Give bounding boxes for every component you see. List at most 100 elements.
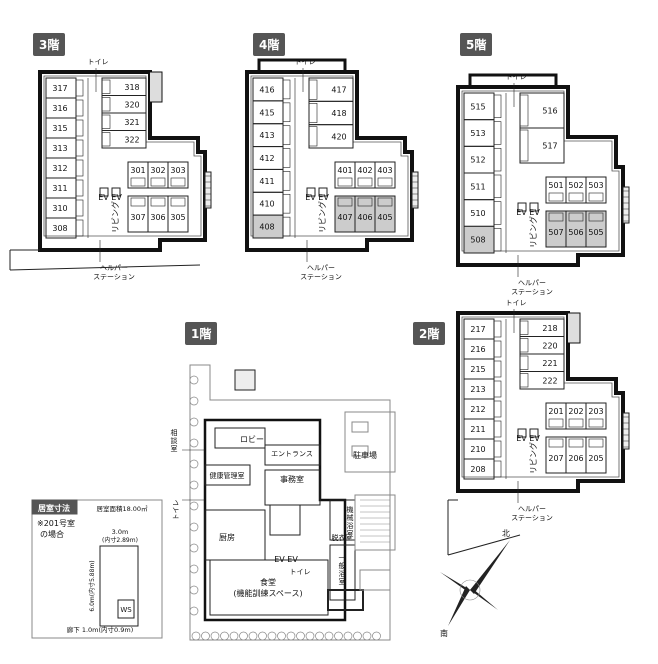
room-number: 222 [542, 376, 557, 385]
kitchen-label: 厨房 [219, 532, 235, 542]
room-bath [282, 171, 291, 191]
toilet-label: トイレ [172, 500, 180, 521]
room-bath [588, 192, 604, 202]
room-bath [493, 228, 502, 252]
room-bath [170, 177, 186, 187]
room-bath [588, 438, 604, 448]
elevator [529, 428, 539, 438]
room-bath [493, 440, 502, 458]
floor-4-badge: 4階 [253, 33, 286, 56]
living-label: リビング [528, 442, 538, 474]
room-number: 502 [568, 181, 583, 190]
bath-label: 室 [347, 529, 354, 538]
living-label: リビング [528, 216, 538, 248]
lobby-room [214, 427, 266, 449]
consult-label: 室 [171, 444, 178, 453]
tree-icon [277, 631, 286, 641]
room-number: 417 [331, 86, 346, 95]
room-bath [519, 338, 529, 353]
room-number: 512 [470, 156, 485, 165]
tree-icon [189, 375, 199, 385]
room-bath [282, 148, 291, 168]
room-number: 408 [259, 223, 274, 232]
room-spec-note: の場合 [40, 529, 64, 539]
room-spec-box [31, 499, 163, 639]
station-label: ヘルパー [100, 264, 128, 272]
floor-3-badge: 3階 [33, 33, 66, 56]
guest-room [167, 161, 189, 189]
living-label: リビング [317, 201, 327, 233]
station-label: ヘルパー [518, 279, 546, 287]
room-bath [337, 197, 353, 207]
roof-frame [257, 58, 347, 72]
elevator-label: EV EV [516, 208, 540, 217]
room-bath [548, 438, 564, 448]
tree-icon [189, 606, 199, 616]
room-spec-ws-label: WS [120, 606, 132, 614]
room-number: 322 [124, 135, 139, 144]
room-bath [75, 219, 84, 237]
tree-icon [201, 631, 210, 641]
room-number: 205 [588, 454, 603, 463]
compass-needle-icon [470, 540, 510, 594]
health-label: 健康管理室 [210, 471, 245, 480]
room-spec-corridor: 廊下 1.0m(内寸0.9m) [67, 625, 133, 634]
tree-icon [334, 631, 343, 641]
consult-label: 談 [171, 436, 178, 445]
room-number: 217 [470, 325, 485, 334]
compass-needle-icon [448, 586, 470, 626]
elevator-label: EV EV [274, 555, 298, 564]
room-number: 420 [331, 132, 346, 141]
room-number: 216 [470, 345, 485, 354]
parking-area [344, 411, 396, 473]
room-bath [568, 438, 584, 448]
elevator [529, 202, 539, 212]
building-outline [456, 85, 625, 267]
room-number: 210 [470, 445, 485, 454]
tree-icon [189, 396, 199, 406]
room-bath [170, 197, 186, 207]
room-bath [130, 197, 146, 207]
tree-icon [191, 631, 201, 641]
room-bath [493, 121, 502, 145]
tree-icon [267, 631, 277, 641]
room-number: 301 [130, 166, 145, 175]
room-number: 313 [52, 144, 67, 153]
compass-south-label: 南 [440, 628, 448, 638]
room-number: 310 [52, 204, 67, 213]
toilet-room [269, 504, 301, 536]
toilet-label: トイレ [290, 568, 311, 576]
room-bath [101, 132, 111, 147]
room-bath [548, 418, 564, 428]
room-number: 403 [377, 166, 392, 175]
toilet-label: トイレ [88, 58, 109, 66]
bath-label: 械 [347, 513, 354, 522]
room-spec-depth: 6.0m(内寸5.88m) [88, 560, 96, 611]
room-number: 220 [542, 341, 557, 350]
room-bath [75, 79, 84, 97]
room-bath [308, 79, 318, 100]
room-bath [308, 103, 318, 123]
room-bath [308, 126, 318, 147]
tree-icon [189, 585, 199, 595]
tree-icon [353, 631, 362, 641]
stair [411, 171, 419, 209]
room-bath [75, 99, 84, 117]
room-number: 505 [588, 228, 603, 237]
tree-icon [315, 631, 324, 641]
planter [234, 369, 256, 391]
room-bath [282, 79, 291, 100]
room-spec-width: (内寸2.89m) [102, 536, 138, 544]
bath-label: 浴 [347, 521, 354, 530]
room-number: 305 [170, 213, 185, 222]
room-bath [493, 148, 502, 172]
guest-room [585, 402, 607, 430]
general-bath-room [329, 544, 356, 601]
tree-icon [239, 631, 248, 641]
room-bath [101, 79, 111, 94]
room-number: 206 [568, 454, 583, 463]
room-spec-plan [99, 545, 139, 627]
dressing-label: 脱衣室 [332, 533, 353, 542]
